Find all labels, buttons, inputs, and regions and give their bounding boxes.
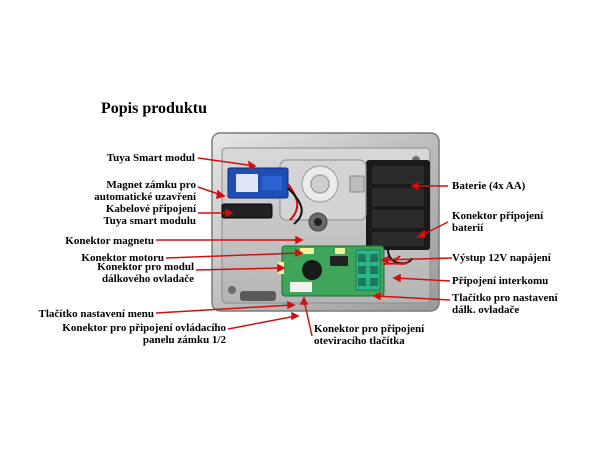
label-tlacitko-dalk: Tlačítko pro nastavení dálk. ovladače xyxy=(452,292,558,316)
label-konektor-magnetu: Konektor magnetu xyxy=(65,235,154,247)
label-magnet-zamku: Magnet zámku pro automatické uzavření xyxy=(94,179,196,203)
label-konektor-oteviraciho: Konektor pro připojení oteviracího tlačí… xyxy=(314,323,425,347)
tuya-module xyxy=(227,167,303,225)
label-konektor-panelu: Konektor pro připojení ovládacího panelu… xyxy=(62,322,226,346)
label-konektor-baterii: Konektor připojení baterií xyxy=(452,210,544,234)
lock-mechanism xyxy=(279,159,367,232)
page-title: Popis produktu xyxy=(101,100,207,117)
label-konektor-motoru: Konektor motoru xyxy=(81,252,164,264)
label-kabelove-pripojeni: Kabelové připojení Tuya smart modulu xyxy=(103,203,196,227)
mounting-slot xyxy=(240,291,276,301)
lock-magnet xyxy=(221,203,273,219)
mounting-hole xyxy=(228,286,236,294)
control-pcb xyxy=(278,245,409,297)
label-konektor-dalkoveho: Konektor pro modul dálkového ovladače xyxy=(97,261,194,285)
leader-lines xyxy=(155,157,453,337)
label-tuya-smart-modul: Tuya Smart modul xyxy=(106,152,195,164)
label-pripojeni-interkomu: Připojení interkomu xyxy=(452,275,549,287)
label-vystup-12v: Výstup 12V napájení xyxy=(452,252,551,264)
label-tlacitko-menu: Tlačítko nastavení menu xyxy=(38,308,154,320)
label-baterie: Baterie (4x AA) xyxy=(452,180,526,192)
